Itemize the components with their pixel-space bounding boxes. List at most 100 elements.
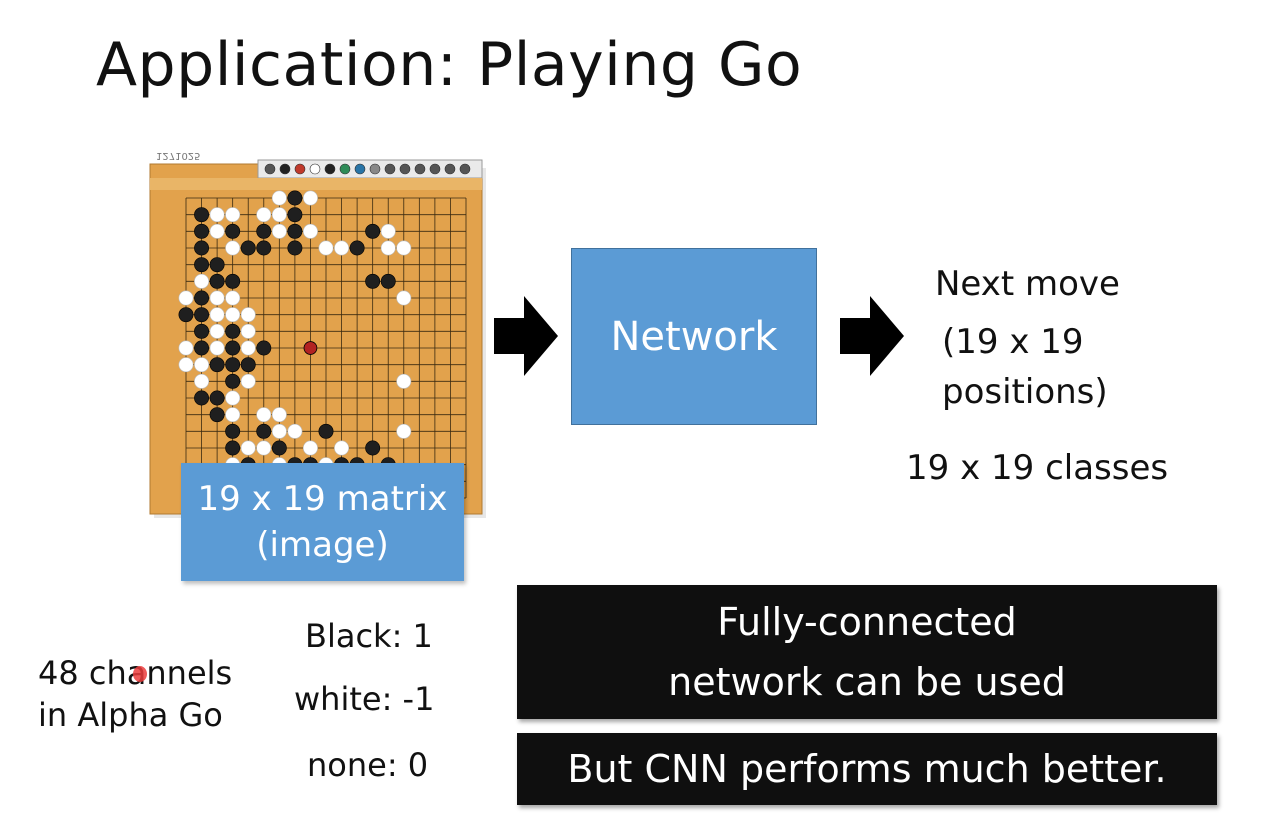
black-stone xyxy=(209,407,225,423)
channels-line2: in Alpha Go xyxy=(38,696,223,734)
white-stone xyxy=(178,340,194,356)
black-stone xyxy=(318,423,334,439)
black-stone xyxy=(209,357,225,373)
white-stone xyxy=(318,240,334,256)
toolbar-icon xyxy=(354,163,366,175)
black-stone xyxy=(194,257,210,273)
white-stone xyxy=(302,190,318,206)
network-box: Network xyxy=(571,248,817,425)
white-stone xyxy=(209,307,225,323)
fully-connected-line1: Fully-connected xyxy=(717,600,1017,644)
white-stone xyxy=(396,290,412,306)
toolbar-icon xyxy=(264,163,276,175)
black-stone xyxy=(365,223,381,239)
black-stone xyxy=(256,423,272,439)
fully-connected-line2: network can be used xyxy=(668,660,1066,704)
cnn-better-text: But CNN performs much better. xyxy=(567,747,1167,791)
black-stone xyxy=(209,257,225,273)
black-stone xyxy=(194,207,210,223)
toolbar-icon xyxy=(429,163,441,175)
white-stone xyxy=(334,240,350,256)
white-stone xyxy=(209,323,225,339)
black-stone xyxy=(240,240,256,256)
black-stone xyxy=(194,323,210,339)
black-stone xyxy=(194,290,210,306)
encoding-none: none: 0 xyxy=(307,746,429,784)
black-stone xyxy=(194,340,210,356)
white-stone xyxy=(271,207,287,223)
black-stone xyxy=(287,207,303,223)
toolbar-icon xyxy=(369,163,381,175)
black-stone xyxy=(178,307,194,323)
black-stone xyxy=(287,190,303,206)
toolbar-icon xyxy=(339,163,351,175)
white-stone xyxy=(271,407,287,423)
black-stone xyxy=(256,240,272,256)
black-stone xyxy=(209,273,225,289)
white-stone xyxy=(271,190,287,206)
black-stone xyxy=(225,323,241,339)
white-stone xyxy=(194,357,210,373)
white-stone xyxy=(209,290,225,306)
pointer-dot xyxy=(133,666,147,682)
white-stone xyxy=(380,240,396,256)
page-title: Application: Playing Go xyxy=(96,30,803,100)
white-stone xyxy=(225,390,241,406)
black-stone xyxy=(225,373,241,389)
black-stone xyxy=(194,223,210,239)
white-stone xyxy=(194,373,210,389)
black-stone xyxy=(349,240,365,256)
encoding-black: Black: 1 xyxy=(305,617,433,655)
cnn-better-box: But CNN performs much better. xyxy=(517,733,1217,805)
black-stone xyxy=(271,440,287,456)
positions-line2: positions) xyxy=(942,372,1108,412)
white-stone xyxy=(209,207,225,223)
white-stone xyxy=(256,207,272,223)
white-stone xyxy=(225,207,241,223)
black-stone xyxy=(194,390,210,406)
black-stone xyxy=(365,273,381,289)
black-stone xyxy=(194,240,210,256)
black-stone xyxy=(225,340,241,356)
black-stone xyxy=(287,223,303,239)
classes-label: 19 x 19 classes xyxy=(906,448,1169,488)
channels-note: 48 channels in Alpha Go xyxy=(38,652,232,736)
black-stone xyxy=(256,223,272,239)
white-stone xyxy=(334,440,350,456)
matrix-label-line1: 19 x 19 matrix xyxy=(197,479,448,519)
white-stone xyxy=(302,440,318,456)
toolbar-icon xyxy=(444,163,456,175)
arrow-right-icon xyxy=(494,296,558,376)
white-stone xyxy=(225,307,241,323)
toolbar-icon xyxy=(279,163,291,175)
white-stone xyxy=(225,240,241,256)
white-stone xyxy=(178,357,194,373)
toolbar-icon xyxy=(459,163,471,175)
white-stone xyxy=(178,290,194,306)
white-stone xyxy=(256,407,272,423)
white-stone xyxy=(240,373,256,389)
fully-connected-box: Fully-connected network can be used xyxy=(517,585,1217,719)
positions-line1: (19 x 19 xyxy=(942,322,1084,362)
black-stone xyxy=(225,223,241,239)
black-stone xyxy=(380,273,396,289)
white-stone xyxy=(209,223,225,239)
encoding-white: white: -1 xyxy=(294,680,435,718)
black-stone xyxy=(225,440,241,456)
black-stone xyxy=(225,357,241,373)
toolbar-icon xyxy=(414,163,426,175)
black-stone xyxy=(194,307,210,323)
white-stone xyxy=(302,223,318,239)
last-move-marker xyxy=(303,341,318,355)
toolbar-icon xyxy=(384,163,396,175)
white-stone xyxy=(271,223,287,239)
toolbar-icon xyxy=(309,163,321,175)
black-stone xyxy=(225,273,241,289)
arrow-right-icon xyxy=(840,296,904,376)
white-stone xyxy=(240,340,256,356)
white-stone xyxy=(194,273,210,289)
black-stone xyxy=(209,390,225,406)
white-stone xyxy=(240,440,256,456)
white-stone xyxy=(396,240,412,256)
black-stone xyxy=(240,357,256,373)
